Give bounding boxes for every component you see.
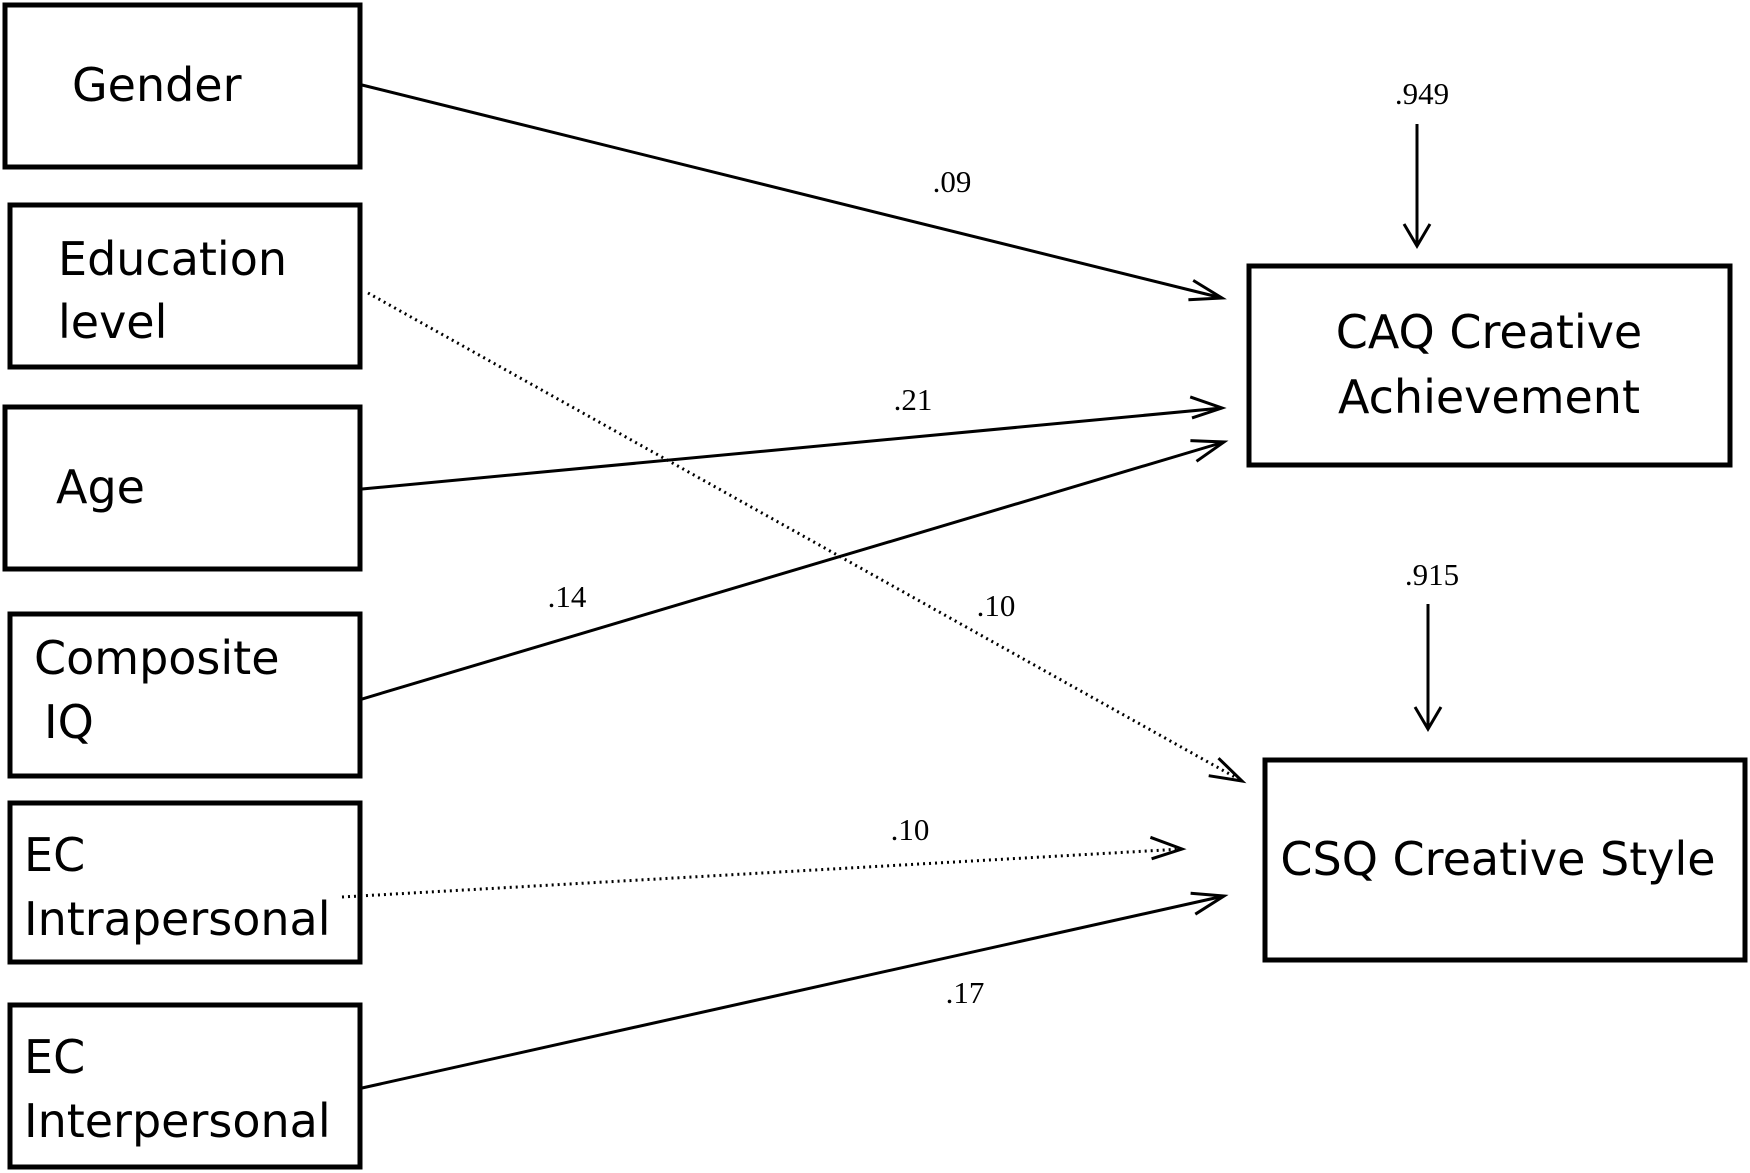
- coef-education-csq: .10: [977, 588, 1016, 623]
- path-education-csq-arrowhead: [1208, 757, 1247, 784]
- path-ec-inter-csq-arrowhead: [1190, 891, 1229, 916]
- ec-intrapersonal-box: [7, 800, 363, 965]
- path-education-csq-line: [367, 291, 1243, 783]
- education-node: Education level: [7, 202, 363, 370]
- gender-box: [2, 2, 363, 170]
- residual-caq-value: .949: [1395, 76, 1449, 111]
- path-gender-caq-line: [361, 83, 1223, 300]
- iq-label-line2: IQ: [44, 695, 94, 749]
- caq-box: [1246, 263, 1733, 468]
- path-gender-caq-arrowhead: [1188, 279, 1227, 302]
- path-education-to-csq: .10: [367, 291, 1247, 784]
- path-ec-intra-csq-arrowhead: [1149, 835, 1187, 861]
- caq-label-line2: Achievement: [1338, 370, 1640, 424]
- iq-label-line1: Composite: [34, 631, 280, 685]
- gender-node: Gender: [2, 2, 363, 170]
- ec-interpersonal-label-line1: EC: [24, 1030, 85, 1084]
- coef-iq-caq: .14: [548, 579, 587, 614]
- caq-node: CAQ Creative Achievement: [1246, 263, 1733, 468]
- iq-box: [7, 611, 363, 779]
- ec-interpersonal-box: [7, 1002, 363, 1170]
- path-age-caq-line: [361, 406, 1223, 491]
- path-iq-caq-line: [361, 440, 1225, 701]
- ec-intrapersonal-node: EC Intrapersonal: [7, 800, 363, 965]
- residual-csq-value: .915: [1405, 557, 1459, 592]
- residual-caq-arrowhead: [1402, 223, 1432, 249]
- age-label: Age: [56, 460, 145, 514]
- ec-intrapersonal-label-line2: Intrapersonal: [24, 892, 331, 946]
- iq-node: Composite IQ: [7, 611, 363, 779]
- path-age-to-caq: .21: [361, 382, 1227, 491]
- age-node: Age: [2, 404, 363, 572]
- path-age-caq-arrowhead: [1189, 395, 1227, 420]
- csq-box: [1262, 757, 1748, 963]
- gender-label: Gender: [72, 58, 242, 112]
- ec-intrapersonal-label-line1: EC: [24, 828, 85, 882]
- path-iq-to-caq: .14: [361, 439, 1229, 701]
- csq-label: CSQ Creative Style: [1280, 832, 1715, 886]
- coef-ec-intra-csq: .10: [891, 812, 930, 847]
- residual-caq: .949: [1395, 76, 1449, 249]
- education-box: [7, 202, 363, 370]
- path-ec-inter-csq-line: [361, 894, 1225, 1090]
- caq-label-line1: CAQ Creative: [1336, 305, 1642, 359]
- ec-interpersonal-node: EC Interpersonal: [7, 1002, 363, 1170]
- path-ec-intrapersonal-to-csq: .10: [341, 812, 1187, 899]
- education-label-line2: level: [58, 295, 167, 349]
- coef-age-caq: .21: [894, 382, 933, 417]
- path-iq-caq-arrowhead: [1190, 439, 1229, 463]
- education-label-line1: Education: [58, 232, 287, 286]
- coef-ec-inter-csq: .17: [946, 975, 985, 1010]
- residual-csq-arrowhead: [1413, 706, 1443, 732]
- age-box: [2, 404, 363, 572]
- path-gender-to-caq: .09: [361, 83, 1227, 302]
- ec-interpersonal-label-line2: Interpersonal: [24, 1094, 331, 1148]
- csq-node: CSQ Creative Style: [1262, 757, 1748, 963]
- coef-gender-caq: .09: [933, 164, 972, 199]
- path-ec-intra-csq-line: [341, 847, 1183, 899]
- path-ec-interpersonal-to-csq: .17: [361, 891, 1229, 1090]
- residual-csq: .915: [1405, 557, 1459, 732]
